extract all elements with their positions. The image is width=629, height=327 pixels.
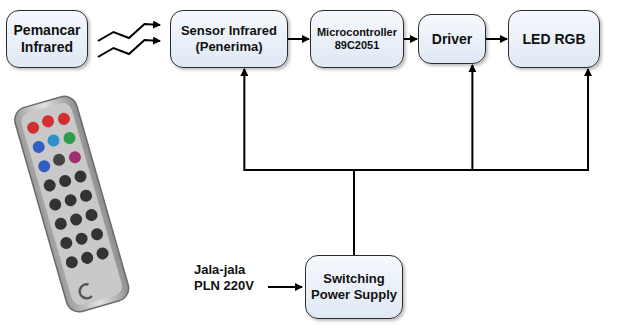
box-label: Switching Power Supply: [311, 271, 397, 302]
signal-arrow: [288, 39, 309, 40]
connector-line: [98, 24, 160, 41]
connector-line: [288, 38, 309, 40]
mains-input-arrow: [268, 286, 302, 288]
process-box: Microcontroller 89C2051: [310, 10, 404, 68]
process-box: Switching Power Supply: [305, 255, 403, 319]
connector-line: [486, 38, 507, 40]
box-label: LED RGB: [523, 31, 586, 48]
power-line: [354, 65, 472, 255]
connector-line: [354, 69, 588, 255]
process-box: Pemancar Infrared: [6, 10, 88, 68]
connector-line: [354, 65, 472, 255]
box-label: Pemancar Infrared: [12, 22, 82, 56]
process-box: LED RGB: [508, 10, 600, 68]
box-label: Driver: [432, 31, 472, 48]
infrared-link: [98, 24, 160, 57]
box-label: Sensor Infrared (Penerima): [176, 23, 282, 54]
connector-line: [404, 38, 417, 40]
power-line: [354, 69, 588, 255]
signal-arrow: [486, 39, 507, 40]
box-label: Microcontroller 89C2051: [316, 26, 398, 52]
signal-arrow: [404, 39, 417, 40]
process-box: Sensor Infrared (Penerima): [170, 10, 288, 68]
power-line: [244, 69, 354, 255]
power-input-label: Jala-jala PLN 220V: [194, 262, 268, 295]
connector-line: [98, 40, 160, 57]
connector-line: [244, 69, 354, 255]
process-box: Driver: [418, 14, 486, 64]
